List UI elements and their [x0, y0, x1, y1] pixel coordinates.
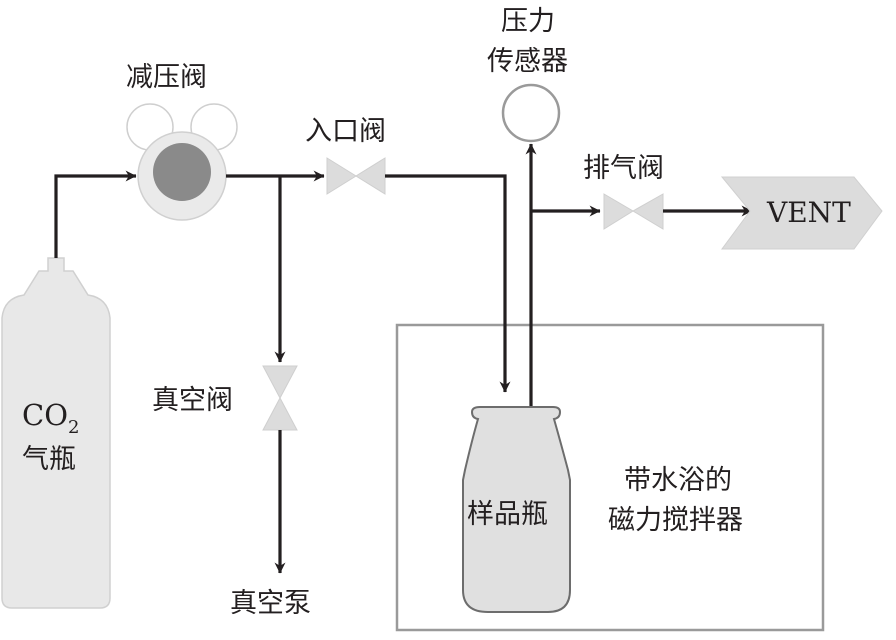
exhaust-valve-label: 排气阀 [583, 153, 664, 184]
pressure-reducing-valve-label: 减压阀 [126, 62, 207, 93]
vent-label: VENT [766, 196, 851, 229]
pipe-cylinder-to-regulator [54, 170, 137, 258]
vent-shape [720, 176, 883, 250]
pressure-sensor-label-line1: 压力 [501, 6, 555, 37]
sample-bottle-label: 样品瓶 [467, 499, 548, 530]
pipe-inlet-to-sample [385, 174, 511, 393]
co2-cylinder: CO2 气瓶 [1, 257, 111, 609]
exhaust-valve [603, 193, 664, 230]
co2-cylinder-label-line2: 气瓶 [22, 444, 76, 475]
sample-bottle [462, 406, 571, 613]
pressure-sensor [501, 83, 561, 143]
magnetic-stirrer-label-line2: 磁力搅拌器 [608, 505, 743, 536]
vacuum-pump-label: 真空泵 [230, 588, 311, 619]
magnetic-stirrer-label-line1: 带水浴的 [624, 465, 732, 496]
inlet-valve-label: 入口阀 [305, 116, 386, 147]
vacuum-valve-label: 真空阀 [152, 385, 233, 416]
vacuum-valve [262, 365, 298, 431]
magnetic-stirrer-box [395, 323, 825, 632]
pressure-reducing-valve [126, 103, 238, 221]
pressure-sensor-label-line2: 传感器 [487, 46, 568, 77]
inlet-valve [326, 157, 386, 195]
co2-cylinder-label-line1: CO2 [22, 398, 79, 438]
regulator-core [153, 143, 211, 201]
